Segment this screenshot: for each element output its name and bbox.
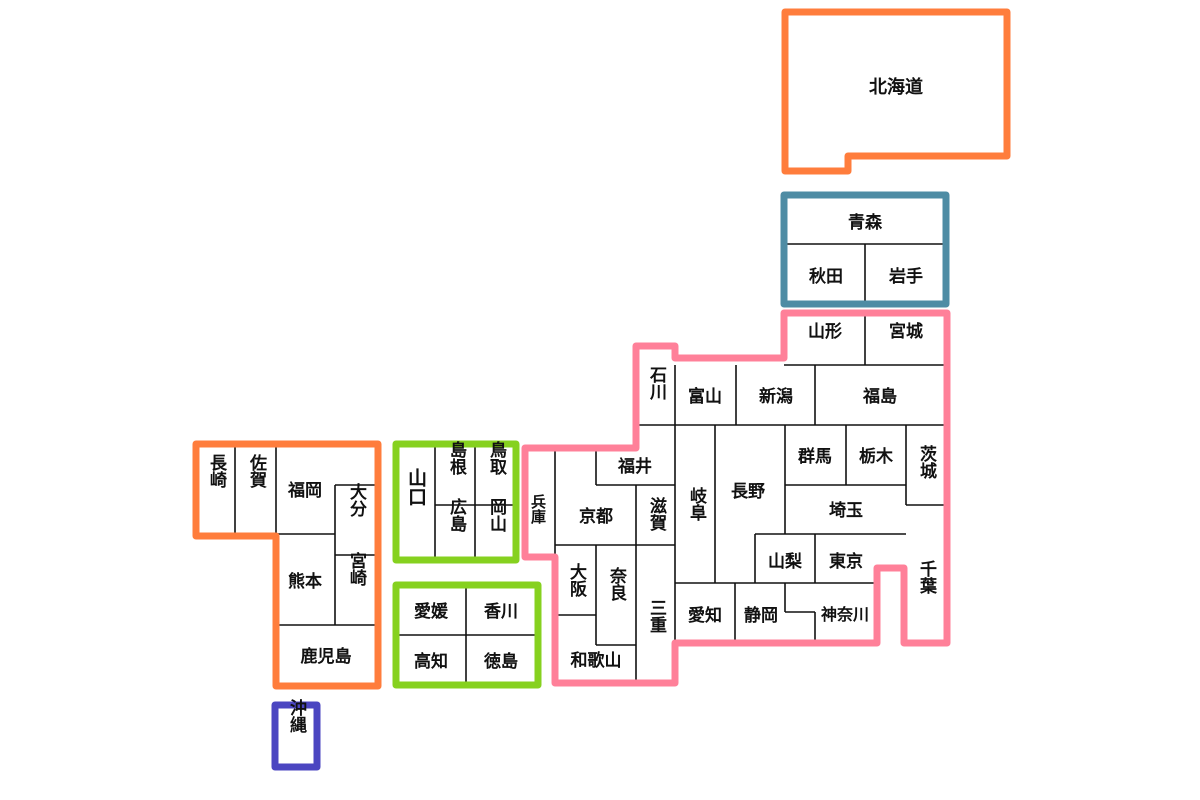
shikoku-outline xyxy=(392,581,542,689)
okinawa-outline xyxy=(271,701,321,771)
pref-saitama[interactable]: 埼玉 xyxy=(829,500,863,521)
pref-yamagata[interactable]: 山形 xyxy=(808,321,842,342)
region-honshu: 山形 宮城 石川 富山 新潟 福島 兵庫 福井 群馬 栃木 茨城 京都 滋賀 岐… xyxy=(521,309,951,687)
pref-nagano[interactable]: 長野 xyxy=(731,482,765,502)
pref-yamaguchi[interactable]: 山口 xyxy=(405,468,427,506)
pref-hiroshima[interactable]: 広島 xyxy=(446,497,467,533)
pref-aichi[interactable]: 愛知 xyxy=(688,605,722,626)
pref-tochigi[interactable]: 栃木 xyxy=(859,446,894,467)
pref-kumamoto[interactable]: 熊本 xyxy=(288,571,322,592)
pref-ibaraki[interactable]: 茨城 xyxy=(916,444,937,480)
pref-nagasaki[interactable]: 長崎 xyxy=(206,454,227,489)
region-tohoku-north: 青森 秋田 岩手 xyxy=(780,191,950,308)
tohoku-north-outline xyxy=(780,191,950,308)
pref-ishikawa[interactable]: 石川 xyxy=(646,366,668,401)
pref-toyama[interactable]: 富山 xyxy=(688,386,722,407)
pref-aomori[interactable]: 青森 xyxy=(848,212,883,233)
pref-mie[interactable]: 三重 xyxy=(646,599,667,633)
pref-shimane[interactable]: 島根 xyxy=(446,440,467,476)
pref-miyazaki[interactable]: 宮崎 xyxy=(346,551,367,587)
pref-kochi[interactable]: 高知 xyxy=(414,651,448,672)
pref-hyogo[interactable]: 兵庫 xyxy=(529,493,547,525)
pref-tottori[interactable]: 鳥取 xyxy=(486,440,507,476)
chugoku-outline xyxy=(392,440,520,564)
pref-fukushima[interactable]: 福島 xyxy=(862,386,897,407)
kyushu-borders xyxy=(234,444,378,626)
pref-iwate[interactable]: 岩手 xyxy=(888,266,923,287)
pref-ehime[interactable]: 愛媛 xyxy=(414,601,449,622)
region-okinawa: 沖縄 xyxy=(271,698,321,771)
pref-niigata[interactable]: 新潟 xyxy=(759,386,793,407)
region-shikoku: 愛媛 香川 高知 徳島 xyxy=(392,581,542,689)
pref-saga[interactable]: 佐賀 xyxy=(246,453,268,489)
pref-akita[interactable]: 秋田 xyxy=(809,266,843,287)
hokkaido-outline xyxy=(781,8,1011,175)
region-chugoku: 山口 島根 鳥取 広島 岡山 xyxy=(392,440,520,564)
pref-kanagawa[interactable]: 神奈川 xyxy=(821,605,869,624)
kyushu-outline xyxy=(192,440,382,690)
pref-shizuoka[interactable]: 静岡 xyxy=(744,605,778,626)
pref-kyoto[interactable]: 京都 xyxy=(579,506,613,527)
pref-tokushima[interactable]: 徳島 xyxy=(483,651,518,672)
pref-yamanashi[interactable]: 山梨 xyxy=(768,551,803,572)
pref-miyagi[interactable]: 宮城 xyxy=(889,321,923,342)
pref-fukui[interactable]: 福井 xyxy=(617,456,652,477)
pref-nara[interactable]: 奈良 xyxy=(606,566,628,602)
chugoku-borders xyxy=(434,444,516,560)
region-hokkaido: 北海道 xyxy=(781,8,1011,175)
pref-kagawa[interactable]: 香川 xyxy=(484,602,518,622)
pref-okayama[interactable]: 岡山 xyxy=(486,498,506,533)
pref-okinawa[interactable]: 沖縄 xyxy=(286,698,307,734)
pref-osaka[interactable]: 大阪 xyxy=(566,562,587,598)
pref-chiba[interactable]: 千葉 xyxy=(916,560,938,595)
pref-gunma[interactable]: 群馬 xyxy=(798,446,832,467)
pref-oita[interactable]: 大分 xyxy=(346,482,367,518)
pref-fukuoka[interactable]: 福岡 xyxy=(287,480,322,501)
pref-tokyo[interactable]: 東京 xyxy=(829,551,863,572)
honshu-borders xyxy=(554,313,947,683)
pref-kagoshima[interactable]: 鹿児島 xyxy=(301,646,352,667)
tohoku-north-borders xyxy=(784,243,946,304)
pref-gifu[interactable]: 岐阜 xyxy=(686,486,707,522)
pref-wakayama[interactable]: 和歌山 xyxy=(571,650,622,671)
pref-shiga[interactable]: 滋賀 xyxy=(646,496,668,532)
pref-hokkaido[interactable]: 北海道 xyxy=(869,76,923,98)
region-kyushu: 長崎 佐賀 福岡 大分 熊本 宮崎 鹿児島 xyxy=(192,440,382,690)
honshu-outline xyxy=(521,309,951,687)
shikoku-borders xyxy=(396,585,538,685)
